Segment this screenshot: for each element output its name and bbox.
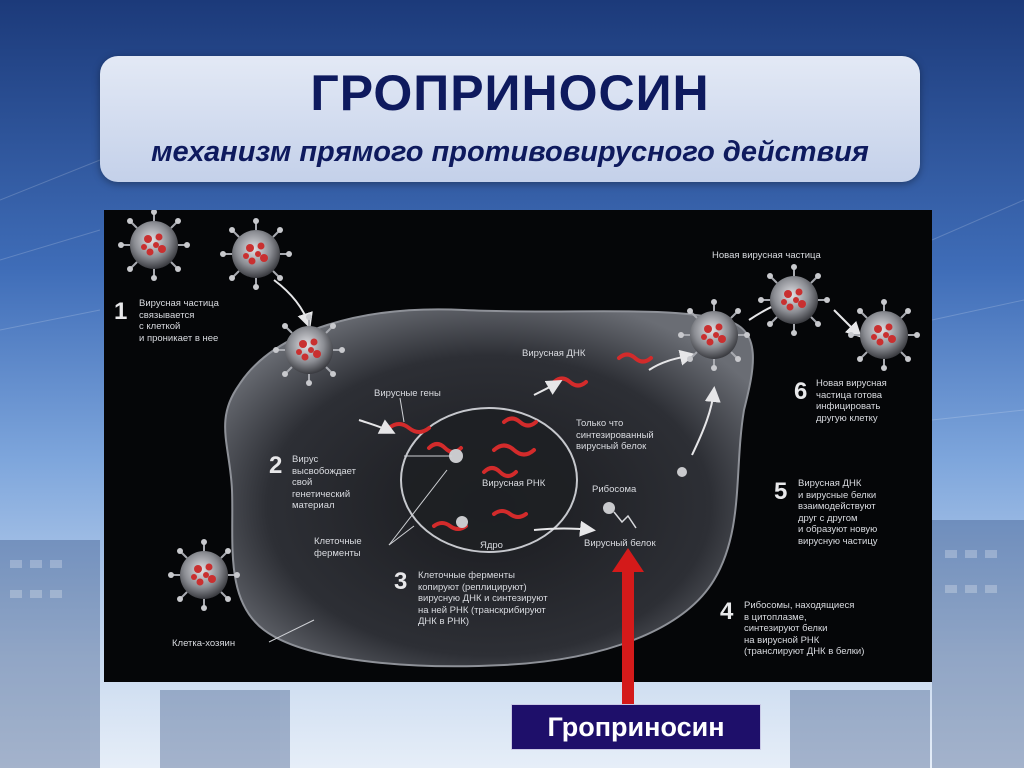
label-viral-dna: Вирусная ДНК	[522, 348, 586, 359]
label-host-cell: Клетка-хозяин	[172, 638, 236, 649]
label-lines	[268, 397, 452, 643]
label-viral-genes: Вирусные гены	[374, 388, 441, 399]
label-cell-enzymes: Клеточные ферменты	[314, 536, 362, 559]
step-number-1: 1	[114, 298, 128, 325]
new-virus-particle	[847, 298, 921, 372]
label-step6: Новая вирусная частица готова инфицирова…	[816, 378, 887, 424]
label-step5: Вирусная ДНК и вирусные белки взаимодейс…	[798, 478, 878, 547]
viral-protein	[613, 511, 637, 529]
label-step3: Клеточные ферменты копируют (реплицируют…	[418, 570, 548, 627]
step-number-4: 4	[720, 598, 734, 625]
new-virus-particle	[757, 263, 831, 337]
virus-particle	[219, 217, 293, 291]
page-title: ГРОПРИНОСИН	[310, 65, 710, 121]
virus-particle-entering	[272, 313, 346, 387]
diagram-graphics	[117, 210, 921, 668]
virus-particle	[117, 210, 191, 282]
drug-target-arrow	[612, 548, 644, 708]
label-new-particle: Новая вирусная частица	[712, 250, 821, 261]
virus-replication-diagram: Новая вирусная частица 1 Вирусная частиц…	[104, 210, 932, 682]
step-number-2: 2	[269, 452, 283, 479]
title-panel: ГРОПРИНОСИН механизм прямого противовиру…	[100, 56, 920, 182]
step-number-3: 3	[394, 568, 408, 595]
label-ribosome: Рибосома	[592, 484, 637, 495]
flow-arrows	[273, 279, 862, 537]
label-step2: Вирус высвобождает свой генетический мат…	[292, 454, 356, 511]
step-number-6: 6	[794, 378, 808, 405]
label-new-protein: Только что синтезированный вирусный бело…	[576, 418, 654, 452]
nucleus	[400, 407, 578, 553]
label-nucleus: Ядро	[480, 540, 503, 551]
page-subtitle: механизм прямого противовирусного действ…	[151, 136, 869, 168]
label-viral-rna: Вирусная РНК	[482, 478, 546, 489]
virus-particle	[167, 538, 241, 612]
ribosomes	[449, 449, 687, 528]
virus-particle-assembling	[677, 298, 751, 372]
step-number-5: 5	[774, 478, 788, 505]
label-viral-protein: Вирусный белок	[584, 538, 656, 549]
label-step1: Вирусная частица связывается с клеткой и…	[139, 298, 219, 344]
label-step4: Рибосомы, находящиеся в цитоплазме, синт…	[744, 600, 865, 657]
drug-label: Гроприносин	[511, 704, 761, 750]
